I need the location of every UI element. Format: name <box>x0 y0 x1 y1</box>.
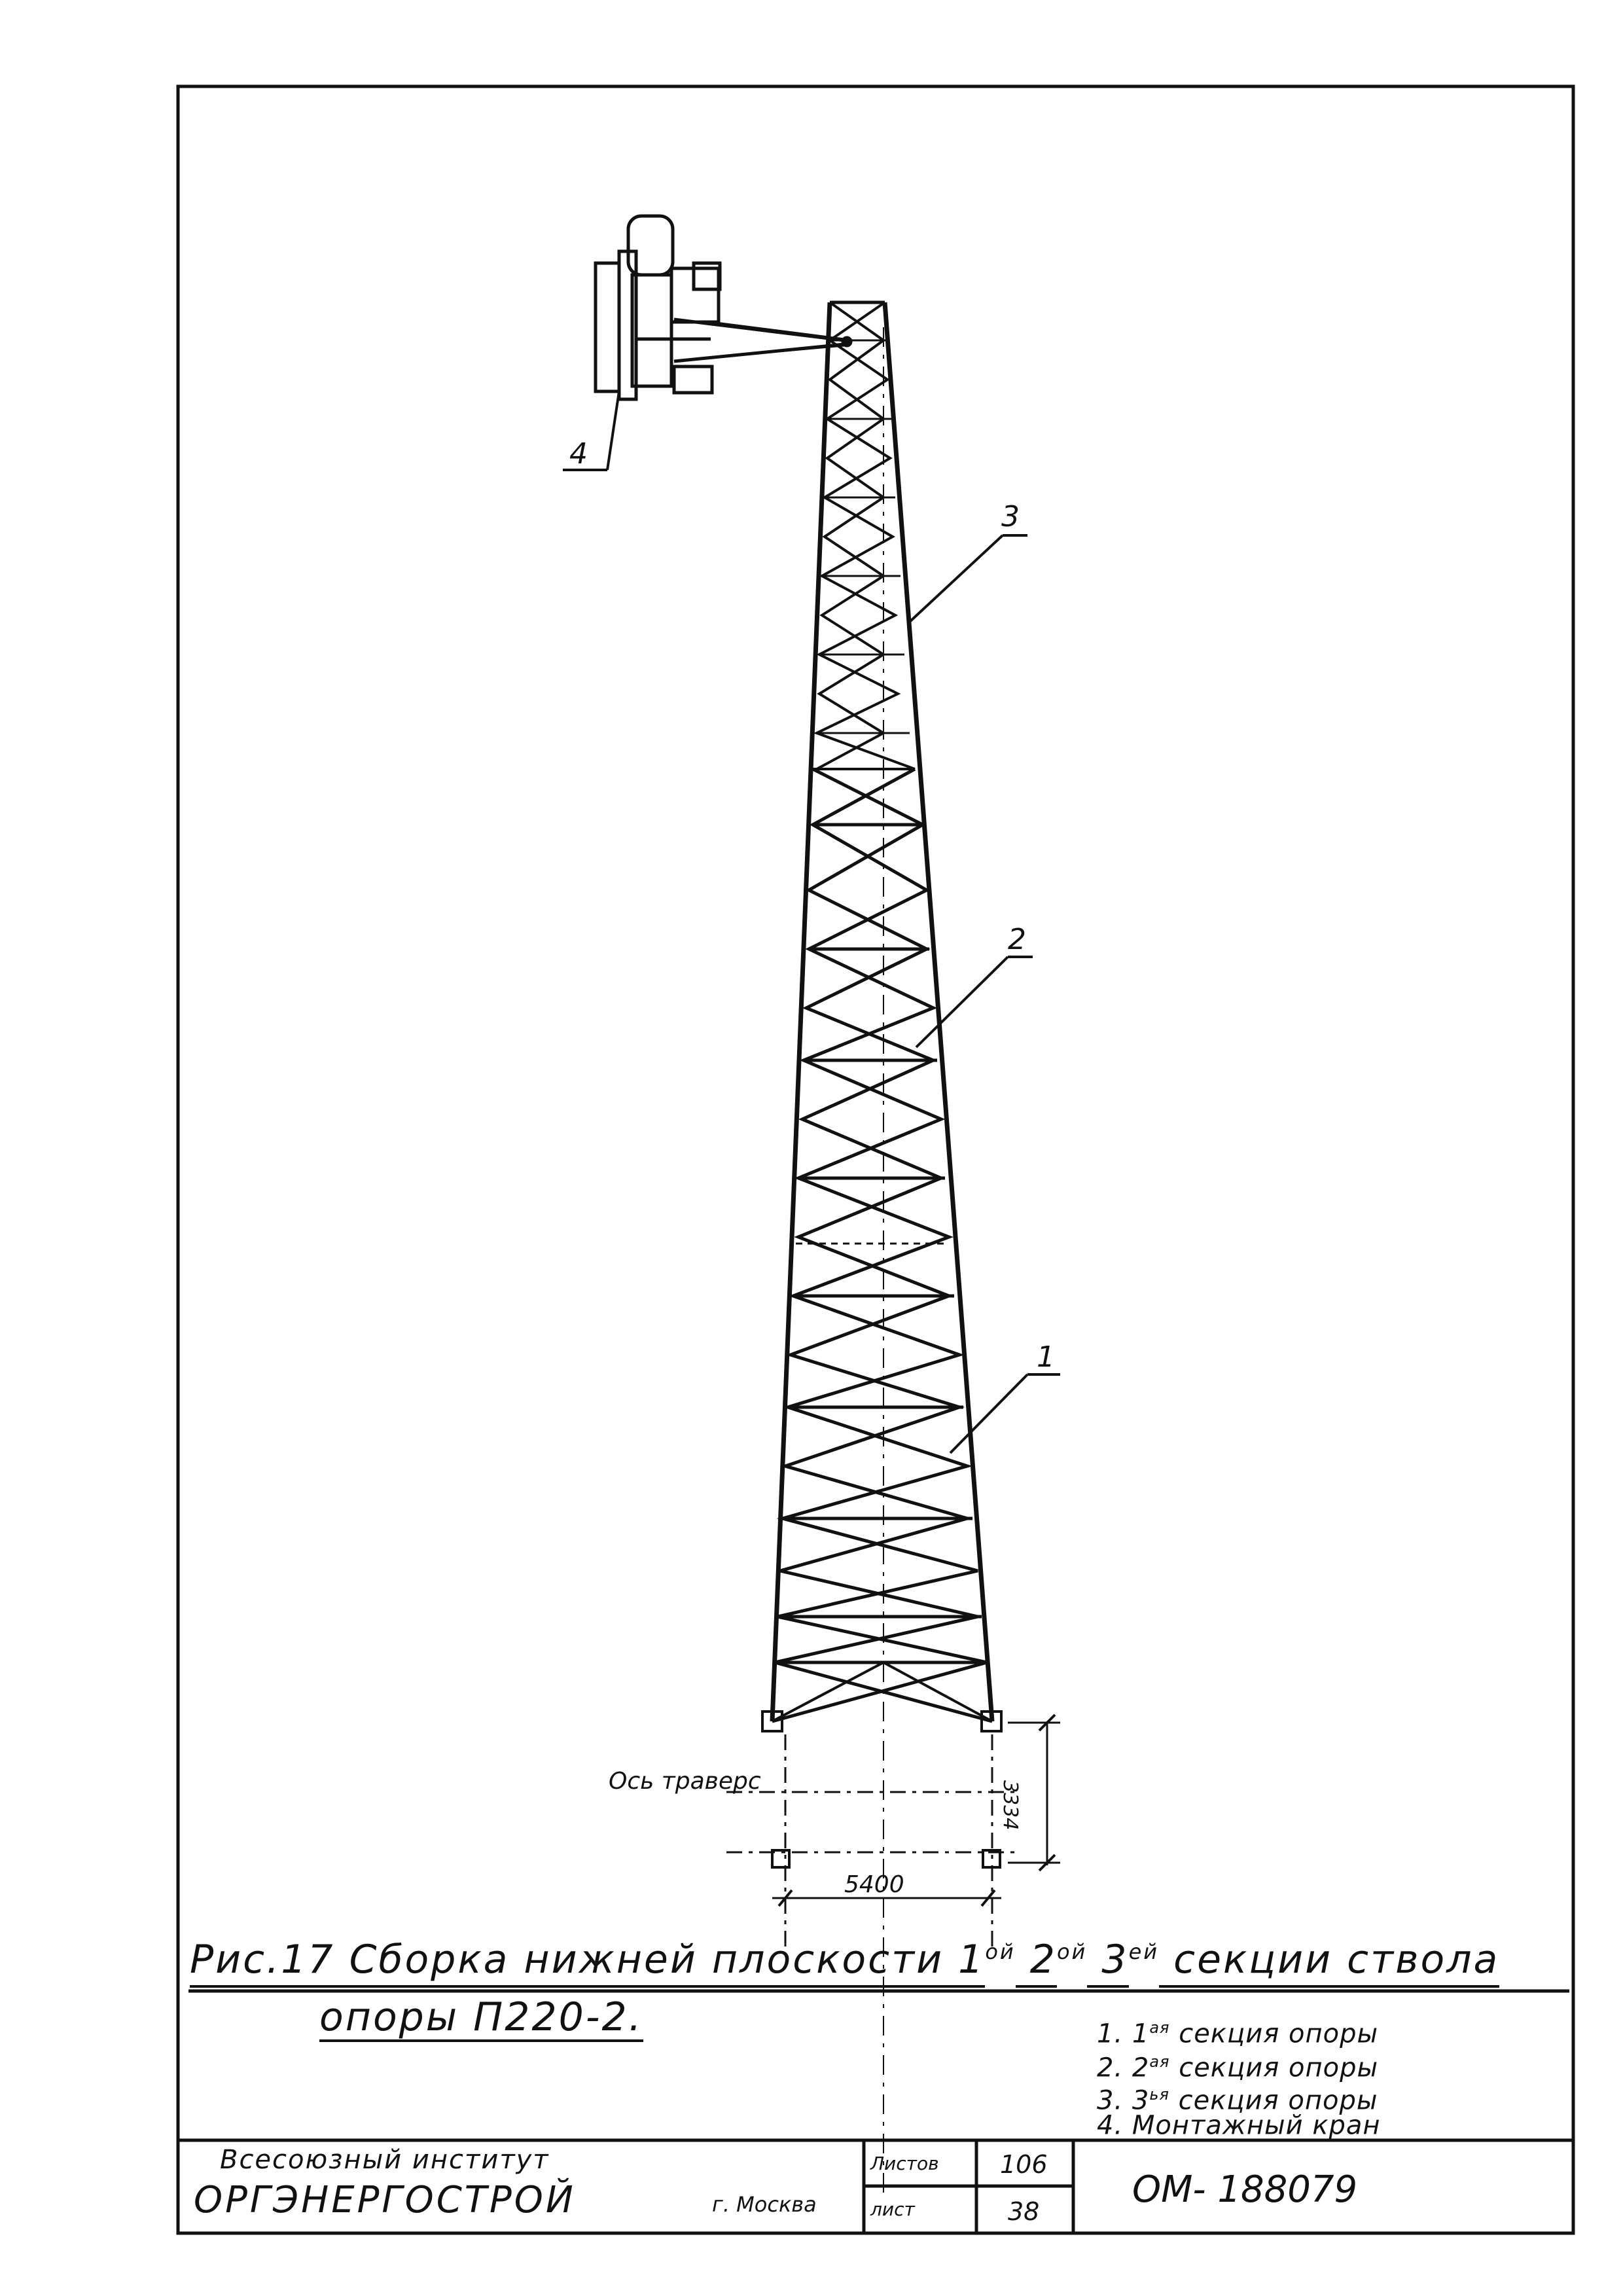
callout-2: 2 <box>1008 923 1026 956</box>
drawing-frame <box>176 84 1575 2235</box>
org-line1: Всесоюзный институт <box>220 2145 550 2175</box>
legend-num: 2. 2 <box>1097 2053 1150 2083</box>
caption-text-c: 3 <box>1087 1937 1129 1988</box>
caption-sup-3: ей <box>1128 1939 1160 1964</box>
legend-text: секция опоры <box>1178 2085 1378 2116</box>
caption-text-a: Рис.17 Сборка нижней плоскости 1 <box>190 1937 986 1988</box>
legend-sup: ая <box>1149 2053 1170 2071</box>
legend-sup: ья <box>1149 2085 1169 2104</box>
legend-text: Монтажный кран <box>1132 2110 1381 2141</box>
dimension-width: 5400 <box>844 1871 904 1898</box>
legend-num: 4. <box>1097 2110 1124 2141</box>
callout-4: 4 <box>569 437 588 471</box>
dimension-lines <box>726 1713 1060 1950</box>
callout-1: 1 <box>1037 1340 1055 1374</box>
legend-num: 1. 1 <box>1097 2018 1150 2049</box>
sheets-label: Листов <box>870 2153 939 2174</box>
legend-item-3: 3. 3ья секция опоры <box>1097 2087 1378 2113</box>
caption-sup-1: ой <box>985 1939 1016 1964</box>
tower-lattice <box>761 300 1003 2193</box>
title-block-frame <box>178 2138 1573 2233</box>
document-number: ОМ- 188079 <box>1132 2168 1358 2211</box>
figure-caption-line2: опоры П220-2. <box>319 1998 643 2042</box>
legend-item-1: 1. 1ая секция опоры <box>1097 2020 1378 2047</box>
dimension-height: 3334 <box>999 1780 1022 1831</box>
sheet-label: лист <box>870 2198 915 2220</box>
mounting-crane <box>594 214 853 471</box>
legend-num: 3. 3 <box>1097 2085 1150 2116</box>
legend-sup: ая <box>1149 2018 1170 2037</box>
sheets-value: 106 <box>1000 2150 1048 2179</box>
legend-text: секция опоры <box>1179 2018 1379 2049</box>
org-city: г. Москва <box>712 2192 817 2217</box>
axis-label: Ось траверс <box>609 1768 761 1795</box>
caption-text-d: секции ствола <box>1159 1937 1500 1988</box>
legend-item-2: 2. 2ая секция опоры <box>1097 2054 1378 2081</box>
caption-sup-2: ой <box>1056 1939 1088 1964</box>
legend-text: секция опоры <box>1179 2053 1379 2083</box>
leader-lines <box>563 469 1060 1454</box>
callout-3: 3 <box>1001 500 1020 533</box>
legend-item-4: 4. Монтажный кран <box>1097 2111 1381 2138</box>
sheet-value: 38 <box>1008 2197 1040 2226</box>
caption-text-b: 2 <box>1015 1937 1057 1988</box>
figure-caption-line1: Рис.17 Сборка нижней плоскости 1ой 2ой 3… <box>190 1937 1500 1988</box>
org-name: ОРГЭНЕРГОСТРОЙ <box>194 2179 576 2221</box>
